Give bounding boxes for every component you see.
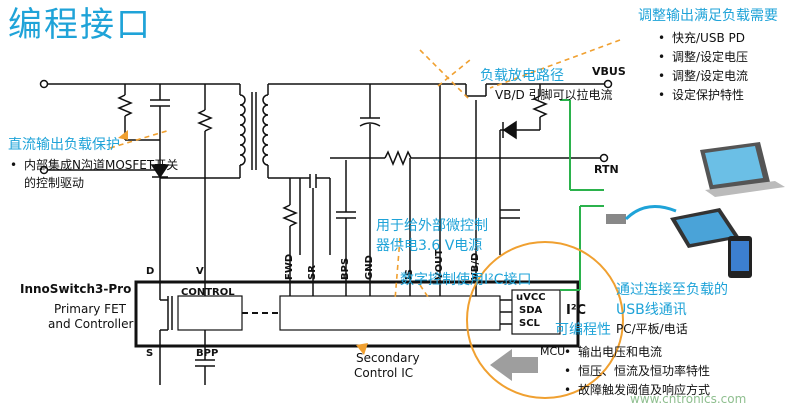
vbus-label: VBUS — [592, 65, 626, 78]
sense-resistor — [384, 150, 412, 166]
chip-name: InnoSwitch3-Pro — [20, 282, 132, 296]
programmable-bullet: 恒压、恒流及恒功率特性 — [564, 364, 710, 379]
discharge-heading: 负载放电路径 — [480, 68, 564, 84]
mcu-label: MCU — [540, 345, 566, 358]
i2c-pin-sda: SDA — [519, 305, 543, 316]
i2c-bus-label: I²C — [566, 303, 587, 318]
mcu-arrow — [490, 349, 538, 381]
usb-green-wires — [560, 99, 604, 291]
input-terminal-top — [39, 79, 49, 89]
mcu-supply-note-2: 器供电3.6 V电源 — [376, 238, 483, 254]
primary-label-1: Primary FET — [54, 302, 126, 316]
transformer-secondary — [262, 94, 269, 166]
device-tablet — [670, 208, 740, 248]
device-phone — [728, 236, 752, 278]
control-label: CONTROL — [181, 287, 235, 298]
top-right-bullet: 设定保护特性 — [658, 88, 744, 103]
transformer-primary — [239, 94, 246, 166]
vbus-terminal — [603, 79, 613, 89]
i2c-pin-uvcc: uVCC — [516, 292, 546, 303]
pin-bpp-label: BPP — [196, 348, 219, 359]
programmable-heading: 可编程性 — [555, 322, 611, 338]
left-note-heading: 直流输出负载保护 — [8, 137, 120, 153]
i2c-note: 数字控制使用I²C接口 — [400, 272, 532, 288]
usb-note-1: 通过连接至负载的 — [616, 282, 728, 298]
pin-fwd-label: FWD — [284, 253, 295, 280]
top-right-bullet: 调整/设定电流 — [658, 69, 748, 84]
pin-gnd-label: GND — [364, 255, 375, 280]
left-note-bullet-cont: 的控制驱动 — [24, 176, 85, 190]
clamp-resistor — [117, 94, 133, 117]
programmable-bullet: 故障触发阈值及响应方式 — [564, 383, 710, 398]
i2c-highlight-circle — [466, 241, 624, 399]
mcu-supply-note-1: 用于给外部微控制 — [376, 218, 488, 234]
programmable-bullet: 输出电压和电流 — [564, 345, 662, 360]
device-laptop — [700, 142, 785, 197]
devices-text: PC/平板/电话 — [616, 322, 688, 336]
rtn-label: RTN — [594, 163, 619, 176]
discharge-text: VB/D 引脚可以拉电流 — [495, 88, 613, 102]
fwd-resistor — [282, 204, 298, 227]
pin-d-label: D — [146, 266, 155, 277]
secondary-control-block — [279, 295, 501, 331]
discharge-resistor — [532, 95, 548, 118]
top-right-bullet: 调整/设定电压 — [658, 50, 748, 65]
callout-arrows — [109, 39, 621, 301]
top-right-heading: 调整输出满足负载需要 — [638, 8, 778, 24]
pin-sr-label: SR — [307, 265, 318, 280]
i2c-pin-scl: SCL — [519, 318, 540, 329]
secondary-label-1: Secondary — [356, 351, 420, 365]
secondary-label-2: Control IC — [354, 366, 414, 380]
pin-bps-label: BPS — [340, 257, 351, 280]
usb-note-2: USB线通讯 — [616, 302, 687, 318]
v-resistor — [197, 109, 213, 132]
primary-label-2: and Controller — [48, 317, 134, 331]
left-note-bullet: 内部集成N沟道MOSFET开关 — [10, 158, 178, 173]
watermark: www.cntronics.com — [630, 392, 747, 406]
page-title: 编程接口 — [8, 5, 152, 45]
discharge-diode — [502, 120, 517, 140]
usb-plug — [606, 205, 677, 224]
pin-s-label: S — [146, 348, 154, 359]
top-right-bullet: 快充/USB PD — [658, 31, 745, 46]
pin-v-label: V — [196, 266, 204, 277]
rtn-terminal — [599, 153, 609, 163]
